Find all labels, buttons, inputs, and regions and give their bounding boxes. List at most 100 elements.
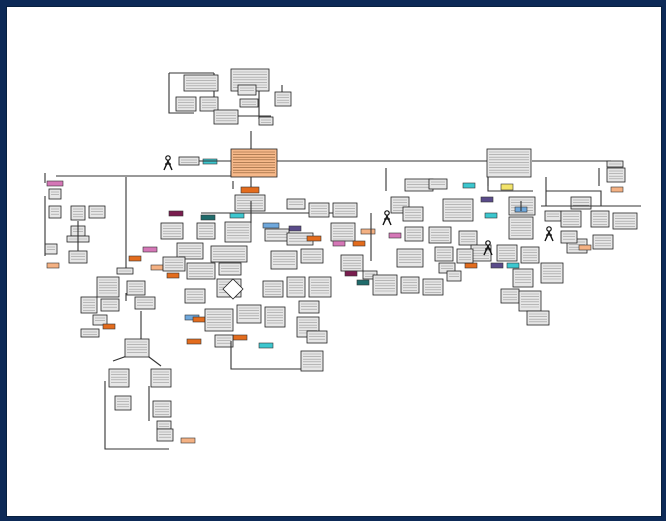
status-tag xyxy=(166,272,180,279)
process-box xyxy=(434,246,454,262)
process-box xyxy=(156,420,172,430)
connector-line xyxy=(56,171,232,177)
status-tag xyxy=(578,244,592,251)
process-box xyxy=(300,248,324,264)
status-tag xyxy=(102,323,116,330)
process-box xyxy=(308,276,332,298)
process-box xyxy=(199,96,219,112)
process-box xyxy=(114,395,132,411)
process-box xyxy=(306,330,328,344)
process-box xyxy=(96,276,120,298)
status-tag xyxy=(186,338,202,345)
process-box xyxy=(540,262,564,284)
process-box xyxy=(264,228,290,242)
person-icon xyxy=(163,159,173,171)
status-tag xyxy=(46,180,64,187)
status-tag xyxy=(344,270,358,277)
connector-line xyxy=(230,341,321,370)
process-box xyxy=(404,226,424,242)
process-box xyxy=(500,288,520,304)
status-tag xyxy=(506,262,520,269)
process-box xyxy=(184,288,206,304)
status-tag xyxy=(464,262,478,269)
status-tag xyxy=(500,183,514,191)
process-box xyxy=(264,306,286,328)
process-box xyxy=(456,248,474,264)
process-box xyxy=(592,234,614,250)
process-box xyxy=(286,276,306,298)
process-box xyxy=(70,205,86,221)
process-box xyxy=(308,202,330,218)
process-box xyxy=(162,256,186,272)
process-box xyxy=(458,230,478,246)
status-tag xyxy=(480,196,494,203)
process-box xyxy=(237,84,257,96)
process-box xyxy=(526,310,550,326)
process-box xyxy=(446,270,462,282)
status-tag xyxy=(484,212,498,219)
process-box xyxy=(175,96,197,112)
process-box xyxy=(134,296,156,310)
process-box xyxy=(213,109,239,125)
status-tag xyxy=(180,437,196,444)
status-tag xyxy=(352,240,366,247)
process-box xyxy=(332,202,358,218)
process-box xyxy=(126,280,146,296)
person-icon xyxy=(483,244,493,256)
status-tag xyxy=(258,342,274,349)
process-box xyxy=(68,250,88,264)
process-box xyxy=(544,210,562,222)
process-box xyxy=(156,428,174,442)
diagram-canvas xyxy=(6,6,662,517)
process-box xyxy=(372,274,398,296)
process-box xyxy=(274,91,292,107)
status-tag xyxy=(306,235,322,242)
connector-line xyxy=(487,177,533,192)
status-tag xyxy=(200,214,216,221)
status-tag xyxy=(150,264,164,271)
process-box xyxy=(486,148,532,178)
status-tag xyxy=(142,246,158,253)
status-tag xyxy=(232,334,248,341)
status-tag xyxy=(240,186,260,194)
status-tag xyxy=(610,186,624,193)
person-icon xyxy=(544,230,554,242)
flowchart-diagram xyxy=(44,68,641,450)
status-tag xyxy=(288,225,302,232)
process-box xyxy=(88,205,106,219)
process-box xyxy=(100,298,120,312)
process-box xyxy=(224,221,252,243)
process-box xyxy=(402,206,424,222)
process-box xyxy=(80,328,100,338)
status-tag xyxy=(360,228,376,235)
process-box xyxy=(300,350,324,372)
process-box xyxy=(44,243,58,255)
status-tag xyxy=(490,262,504,269)
process-box xyxy=(178,156,200,166)
process-box xyxy=(48,205,62,219)
person-icon xyxy=(382,214,392,226)
status-tag xyxy=(332,240,346,247)
process-box xyxy=(218,262,242,276)
process-box xyxy=(214,334,234,348)
connector-line xyxy=(168,73,194,114)
process-box xyxy=(230,148,278,178)
process-box xyxy=(258,116,274,126)
status-tag xyxy=(388,232,402,239)
process-box xyxy=(428,178,448,190)
decision-diamond xyxy=(222,278,244,300)
status-tag xyxy=(128,255,142,262)
status-tag xyxy=(356,279,370,286)
process-box xyxy=(298,300,320,314)
process-box xyxy=(239,98,259,108)
status-tag xyxy=(462,182,476,189)
status-tag xyxy=(262,222,280,229)
process-box xyxy=(570,196,592,210)
connector-line xyxy=(546,190,602,206)
process-box xyxy=(606,167,626,183)
status-tag xyxy=(168,210,184,217)
status-tag xyxy=(229,212,245,219)
process-box xyxy=(560,230,578,244)
process-box xyxy=(48,188,62,200)
status-tag xyxy=(46,262,60,269)
